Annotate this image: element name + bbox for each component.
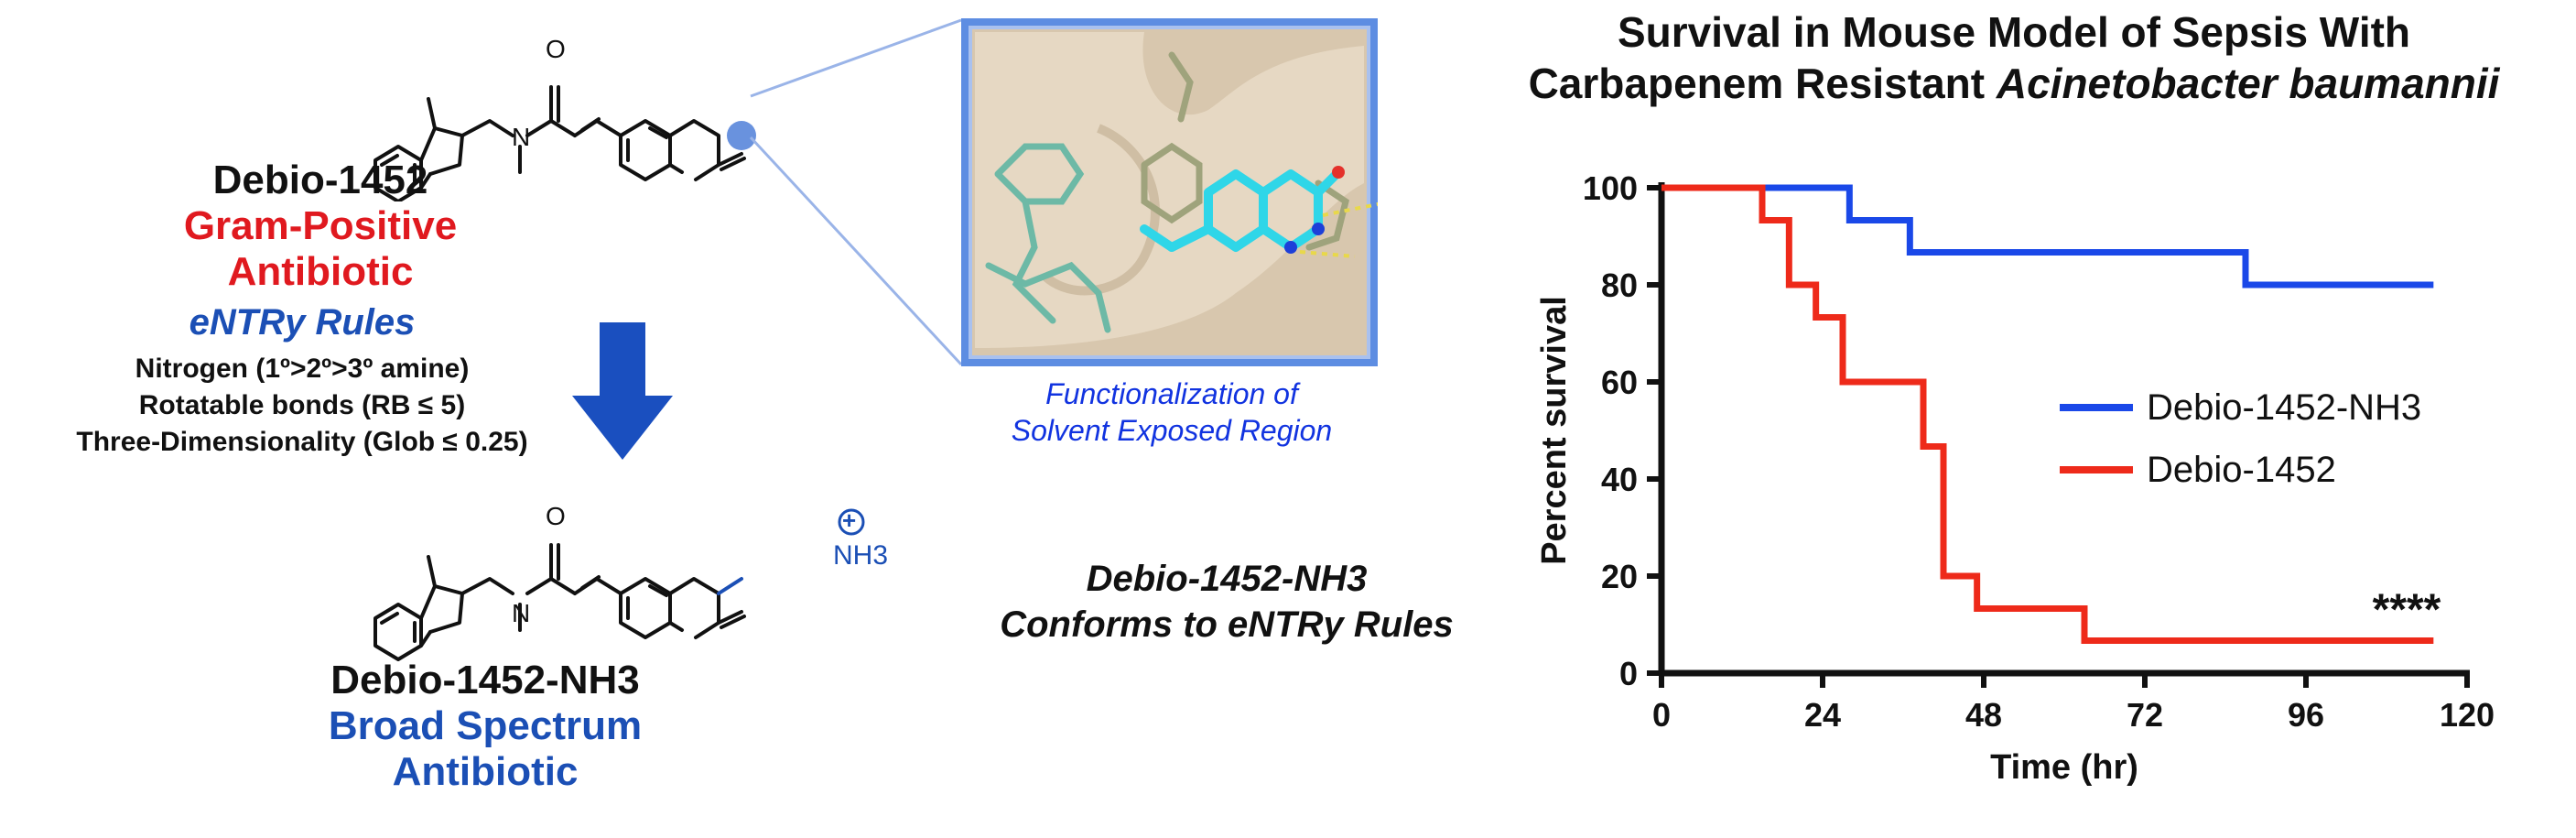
chart-title-line2: Carbapenem Resistant Acinetobacter bauma… (1465, 59, 2563, 108)
x-tick-label: 96 (2288, 696, 2324, 734)
functionalization-caption-line1: Functionalization of (1045, 377, 1298, 410)
y-axis-label: Percent survival (1535, 296, 1574, 565)
y-tick-label: 100 (1583, 169, 1638, 207)
x-tick-label: 48 (1965, 696, 2002, 734)
series-line-debio-1452-nh3 (1661, 184, 2434, 288)
entry-rules-title: eNTRy Rules (189, 302, 416, 343)
series-line-debio-1452 (1661, 184, 2434, 644)
chart-axes: 0 20 40 60 80 100 0 24 48 72 96 120 (1583, 169, 2495, 734)
entry-rule-three-dimensionality: Three-Dimensionality (Glob ≤ 0.25) (76, 427, 528, 457)
x-tick-label: 24 (1804, 696, 1841, 734)
chart-title-line1: Survival in Mouse Model of Sepsis With (1617, 8, 2411, 56)
legend-label: Debio-1452-NH3 (2147, 387, 2421, 428)
debio-1452-desc-line2: Antibiotic (227, 249, 414, 294)
conforms-caption-line2: Conforms to eNTRy Rules (1000, 604, 1454, 645)
entry-rule-nitrogen: Nitrogen (1º>2º>3º amine) (135, 354, 470, 384)
y-tick-label: 60 (1601, 364, 1638, 401)
y-tick-label: 40 (1601, 461, 1638, 498)
debio-1452-nh3-name: Debio-1452-NH3 (330, 658, 640, 702)
chart-title-line2-plain: Carbapenem Resistant (1528, 60, 1997, 107)
atom-label-o-bottom: O (546, 502, 566, 530)
x-tick-label: 120 (2440, 696, 2495, 734)
debio-1452-name: Debio-1452 (212, 158, 428, 202)
down-arrow-icon (572, 322, 673, 460)
debio-1452-nh3-structure (373, 508, 865, 661)
y-tick-label: 80 (1601, 267, 1638, 304)
chart-title-line2-italic: Acinetobacter baumannii (1996, 60, 2500, 107)
debio-1452-nh3-desc-line1: Broad Spectrum (328, 703, 643, 748)
chart-series (1661, 184, 2434, 644)
x-tick-label: 0 (1652, 696, 1671, 734)
nh3-plus-label: + (842, 506, 857, 534)
debio-1452-structure (373, 85, 756, 201)
nh3-label: NH3 (833, 540, 889, 571)
significance-annotation: **** (2373, 585, 2441, 634)
entry-rule-rotatable-bonds: Rotatable bonds (RB ≤ 5) (138, 390, 466, 420)
x-tick-label: 72 (2127, 696, 2163, 734)
debio-1452-nh3-desc-line2: Antibiotic (392, 749, 579, 794)
x-axis-label: Time (hr) (1990, 748, 2138, 787)
y-tick-label: 20 (1601, 558, 1638, 595)
atom-label-n-top: N (512, 123, 531, 151)
legend-label: Debio-1452 (2147, 450, 2336, 490)
atom-label-n-bottom: N (512, 599, 531, 627)
binding-pocket-image (961, 18, 1378, 366)
conforms-caption-line1: Debio-1452-NH3 (1086, 559, 1368, 599)
y-tick-label: 0 (1619, 655, 1638, 692)
debio-1452-desc-line1: Gram-Positive (183, 203, 458, 248)
functionalization-caption-line2: Solvent Exposed Region (1011, 414, 1333, 447)
atom-label-o-top: O (546, 35, 566, 63)
